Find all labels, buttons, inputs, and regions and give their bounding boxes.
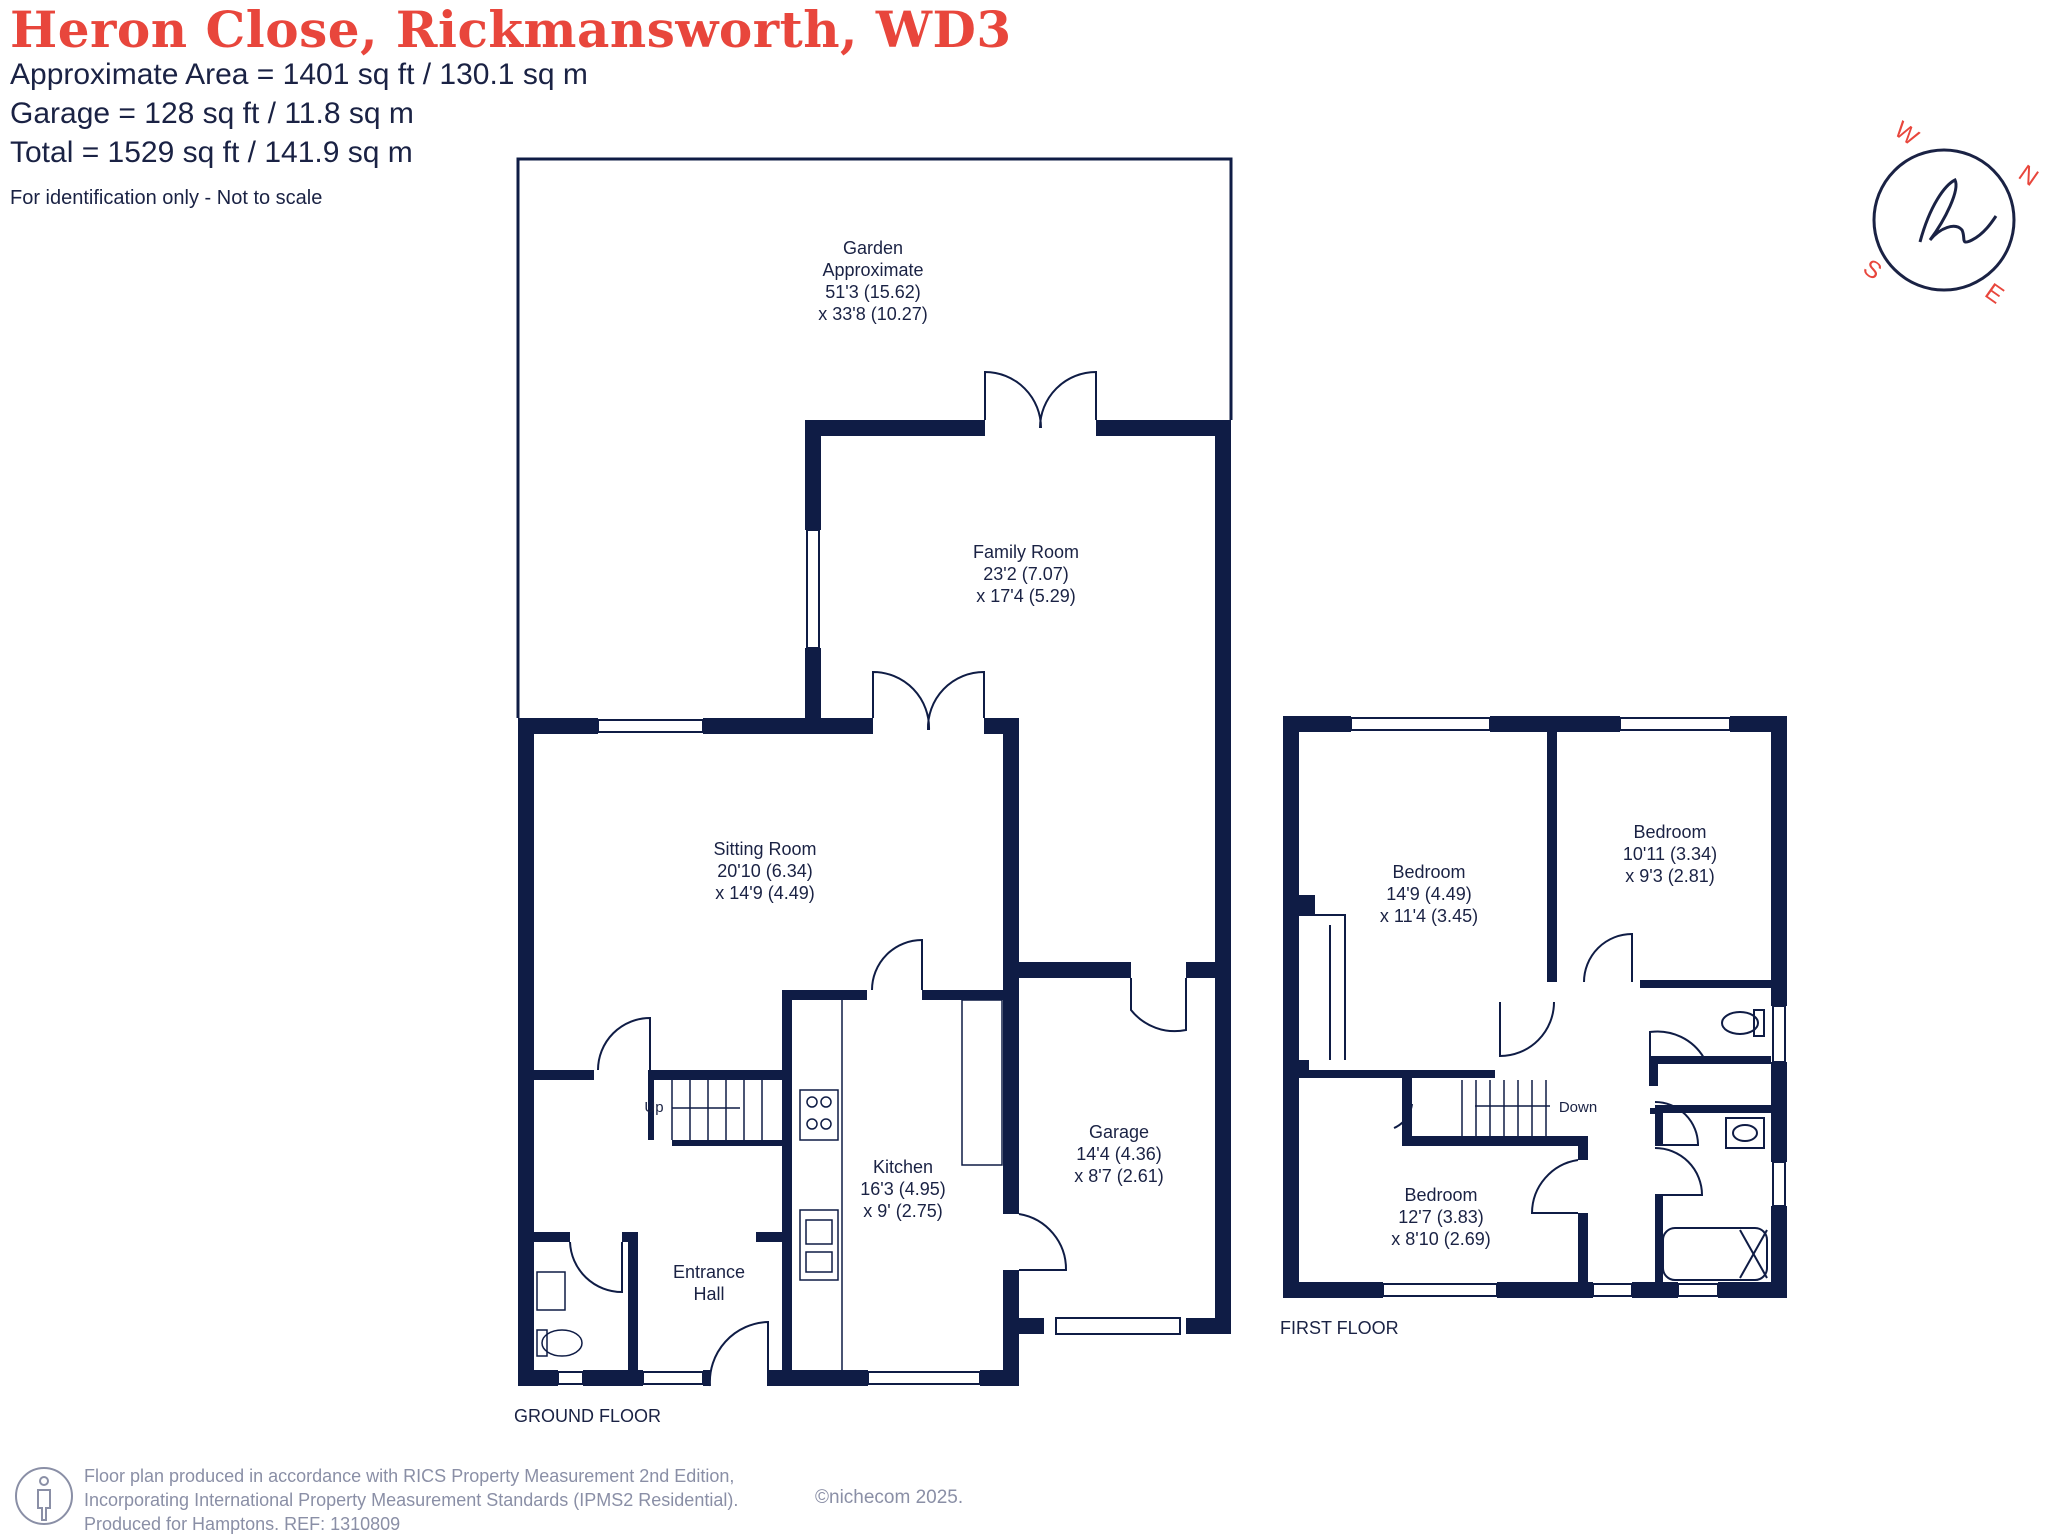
first-floor-label: FIRST FLOOR <box>1280 1318 1399 1338</box>
bedroom-2-label: Bedroom <box>1633 822 1706 842</box>
ground-stairs <box>671 1080 763 1140</box>
entrance-hall-label-1: Entrance <box>673 1262 745 1282</box>
person-icon <box>15 1467 73 1525</box>
sitting-room-dim-1: 20'10 (6.34) <box>717 861 813 881</box>
bedroom-1-dim-1: 14'9 (4.49) <box>1386 884 1472 904</box>
bedroom-1-label: Bedroom <box>1392 862 1465 882</box>
footer-text: Floor plan produced in accordance with R… <box>84 1464 738 1536</box>
footer-line-1: Floor plan produced in accordance with R… <box>84 1466 735 1486</box>
compass-n: N <box>2013 160 2043 192</box>
compass-w: W <box>1889 116 1923 151</box>
approximate-area: Approximate Area = 1401 sq ft / 130.1 sq… <box>10 58 588 91</box>
ground-floor-walls <box>518 420 1231 1386</box>
bedroom-3-label: Bedroom <box>1404 1185 1477 1205</box>
garage-dim-1: 14'4 (4.36) <box>1076 1144 1162 1164</box>
garden-label: Garden <box>843 238 903 258</box>
total-area: Total = 1529 sq ft / 141.9 sq m <box>10 136 413 169</box>
stairs-up-label: Up <box>644 1099 663 1116</box>
logo-ring <box>1872 148 2016 292</box>
compass-logo: N S E W <box>1858 116 2043 309</box>
stairs-down-label: Down <box>1559 1099 1597 1116</box>
first-floor-stairs <box>1461 1080 1550 1136</box>
compass-s: S <box>1858 254 1887 285</box>
sitting-room-dim-2: x 14'9 (4.49) <box>715 883 815 903</box>
copyright: ©nichecom 2025. <box>815 1487 964 1508</box>
bedroom-3-dim-2: x 8'10 (2.69) <box>1391 1229 1491 1249</box>
garden-approx: Approximate <box>822 260 923 280</box>
page-title: Heron Close, Rickmansworth, WD3 <box>10 0 1012 59</box>
kitchen-fittings <box>536 999 1003 1370</box>
garage-label: Garage <box>1089 1122 1149 1142</box>
footer-line-2: Incorporating International Property Mea… <box>84 1490 739 1510</box>
entrance-hall-label-2: Hall <box>693 1284 724 1304</box>
family-room-label: Family Room <box>973 542 1079 562</box>
first-floor-walls <box>1283 716 1787 1298</box>
family-room-dim-1: 23'2 (7.07) <box>983 564 1069 584</box>
ground-floor-label: GROUND FLOOR <box>514 1406 662 1426</box>
first-floor-doors <box>1299 914 1768 1281</box>
garage-dim-2: x 8'7 (2.61) <box>1074 1166 1163 1186</box>
identification-note: For identification only - Not to scale <box>10 187 323 209</box>
garden-dim-2: x 33'8 (10.27) <box>818 304 928 324</box>
ground-floor-windows <box>557 529 1181 1385</box>
bedroom-1-dim-2: x 11'4 (3.45) <box>1380 906 1478 926</box>
kitchen-dim-2: x 9' (2.75) <box>863 1201 942 1221</box>
logo-script <box>1918 177 1998 244</box>
garden-boundary <box>516 157 1233 718</box>
ground-floor-doors <box>569 370 1187 1387</box>
bedroom-3-dim-1: 12'7 (3.83) <box>1398 1207 1484 1227</box>
first-floor-windows <box>1350 717 1786 1297</box>
compass-e: E <box>1980 278 2009 309</box>
bedroom-2-dim-1: 10'11 (3.34) <box>1623 844 1717 864</box>
garden-dim-1: 51'3 (15.62) <box>825 282 921 302</box>
footer-line-3: Produced for Hamptons. REF: 1310809 <box>84 1514 401 1534</box>
kitchen-dim-1: 16'3 (4.95) <box>860 1179 946 1199</box>
family-room-dim-2: x 17'4 (5.29) <box>976 586 1076 606</box>
sitting-room-label: Sitting Room <box>713 839 816 859</box>
kitchen-label: Kitchen <box>873 1157 933 1177</box>
bedroom-2-dim-2: x 9'3 (2.81) <box>1625 866 1714 886</box>
garage-area: Garage = 128 sq ft / 11.8 sq m <box>10 97 414 130</box>
